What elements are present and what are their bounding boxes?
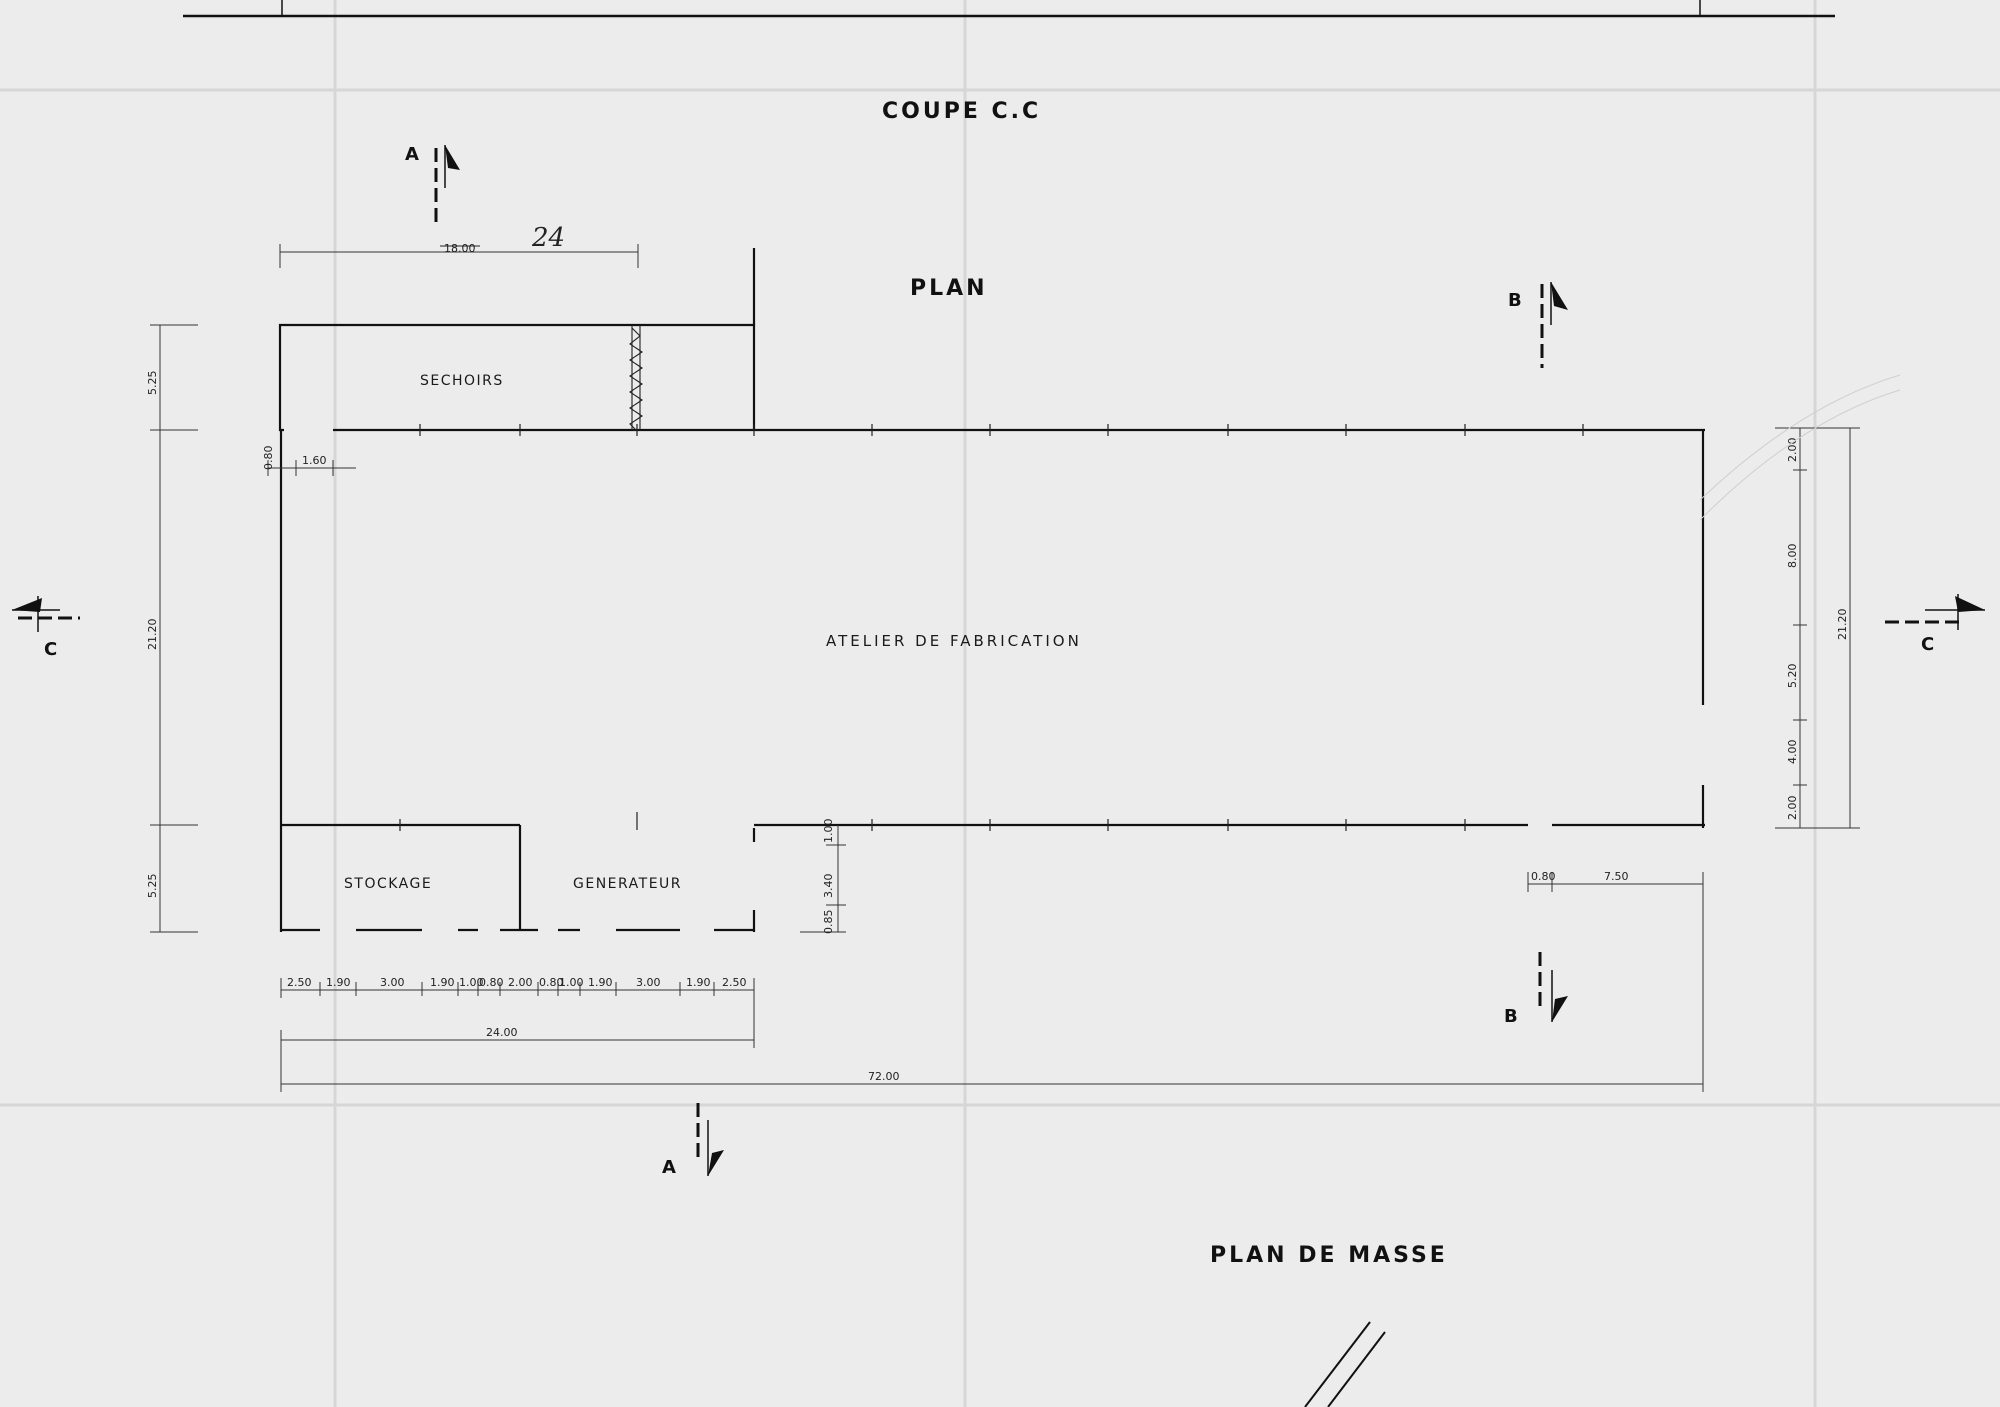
- dim-080-small: 0.80: [262, 446, 275, 471]
- section-marker-c-right: C: [1885, 594, 1985, 655]
- section-marker-a-bottom: A: [662, 1103, 724, 1178]
- room-label-stockage: STOCKAGE: [344, 876, 432, 892]
- dim-right-200-bottom: 2.00: [1786, 796, 1799, 821]
- dim-chain-12: 1.90: [686, 976, 711, 989]
- dim-right-200-top: 2.00: [1786, 438, 1799, 463]
- dim-right-total: 21.20: [1836, 609, 1849, 641]
- dim-opening-080: 0.80: [1531, 870, 1556, 883]
- room-label-sechoirs: SECHOIRS: [420, 373, 504, 389]
- right-dimensions: 2.00 8.00 5.20 4.00 2.00 21.20: [1775, 427, 1860, 829]
- dim-bottom-72: 72.00: [868, 1070, 900, 1083]
- dim-top-handwritten: 24: [531, 223, 565, 253]
- section-marker-b-bottom: B: [1504, 952, 1568, 1027]
- dim-door-340: 3.40: [822, 874, 835, 899]
- dim-top-struck: 18.00: [444, 242, 476, 255]
- left-dimensions: 5.25 21.20 5.25 0.80 1.60: [146, 324, 356, 933]
- section-cc-bottom-edge: [183, 0, 1835, 18]
- dim-opening-750: 7.50: [1604, 870, 1629, 883]
- room-label-generateur: GENERATEUR: [573, 876, 682, 892]
- dim-left-lower: 5.25: [146, 874, 159, 899]
- dim-chain-3: 3.00: [380, 976, 405, 989]
- dim-chain-4: 1.90: [430, 976, 455, 989]
- top-width-dimension: 18.00 24: [279, 223, 639, 268]
- dim-chain-1: 2.50: [287, 976, 312, 989]
- dim-chain-2: 1.90: [326, 976, 351, 989]
- dim-chain-8: 0.80: [539, 976, 564, 989]
- section-label-b-bottom: B: [1504, 1006, 1518, 1027]
- dim-chain-10: 1.90: [588, 976, 613, 989]
- dim-right-520: 5.20: [1786, 664, 1799, 689]
- dim-door-085: 0.85: [822, 910, 835, 935]
- plan-de-masse-fragment: [1304, 1321, 1386, 1407]
- dim-160-small: 1.60: [302, 454, 327, 467]
- section-marker-a-top: A: [405, 144, 460, 222]
- dim-chain-13: 2.50: [722, 976, 747, 989]
- sechoirs-wall: [278, 323, 756, 432]
- section-marker-b-top: B: [1508, 282, 1568, 368]
- building-walls: [278, 248, 1705, 932]
- opening-dimensions: 0.80 7.50: [1527, 870, 1704, 1090]
- section-label-c-right: C: [1921, 634, 1934, 655]
- section-label-a-bottom: A: [662, 1157, 676, 1178]
- coupe-cc-title: COUPE C.C: [882, 99, 1041, 124]
- dim-bottom-24: 24.00: [486, 1026, 518, 1039]
- door-dimensions: 1.00 3.40 0.85: [800, 819, 846, 935]
- dim-left-upper: 5.25: [146, 371, 159, 396]
- section-marker-c-left: C: [12, 596, 80, 660]
- dim-chain-11: 3.00: [636, 976, 661, 989]
- dim-right-800: 8.00: [1786, 544, 1799, 569]
- plan-de-masse-title: PLAN DE MASSE: [1210, 1243, 1448, 1268]
- dim-door-100: 1.00: [822, 819, 835, 844]
- bottom-dimension-chain: 2.50 1.90 3.00 1.90 1.00 0.80 2.00 0.80 …: [280, 976, 1704, 1092]
- room-label-atelier: ATELIER DE FABRICATION: [826, 632, 1082, 650]
- dim-chain-9: 1.00: [559, 976, 584, 989]
- faint-drafting-arcs: [1699, 374, 1901, 521]
- section-label-b-top: B: [1508, 290, 1522, 311]
- dim-chain-6: 0.80: [479, 976, 504, 989]
- dim-right-400: 4.00: [1786, 740, 1799, 765]
- plan-title: PLAN: [910, 276, 988, 301]
- dim-chain-7: 2.00: [508, 976, 533, 989]
- dim-left-middle: 21.20: [146, 619, 159, 651]
- section-label-c-left: C: [44, 639, 57, 660]
- column-ticks: [399, 424, 1584, 831]
- section-label-a-top: A: [405, 144, 419, 165]
- dim-chain-5: 1.00: [459, 976, 484, 989]
